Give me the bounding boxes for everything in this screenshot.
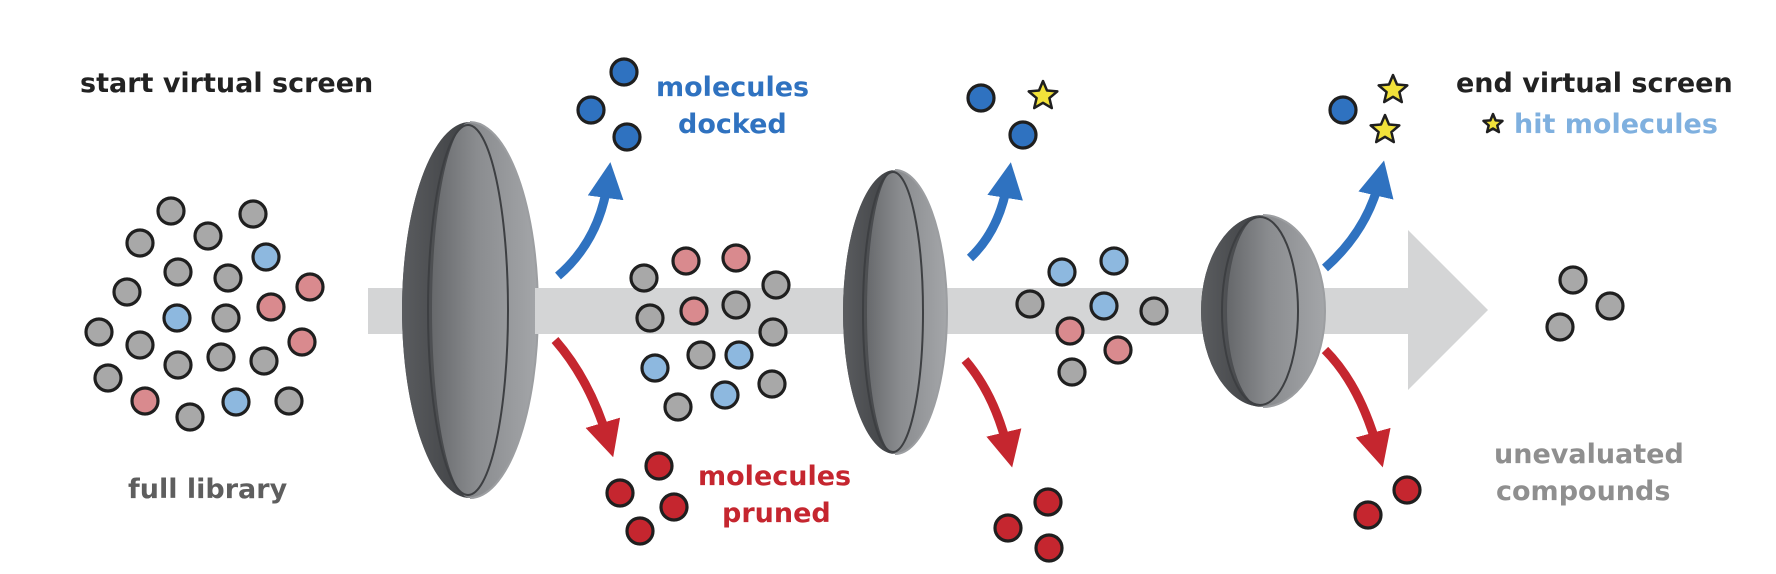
docked-arrow-2 bbox=[966, 162, 1023, 262]
pruned-arrow-1 bbox=[551, 337, 621, 458]
hit-star-3 bbox=[1369, 113, 1401, 144]
molecule-7 bbox=[213, 263, 243, 293]
molecule-26 bbox=[629, 263, 659, 293]
molecule-15 bbox=[206, 342, 236, 372]
molecule-5 bbox=[251, 242, 281, 272]
molecules bbox=[84, 57, 1625, 563]
docked-arrow-1 bbox=[555, 162, 624, 280]
molecule-3 bbox=[125, 228, 155, 258]
filter-ring-2 bbox=[843, 169, 948, 455]
molecule-33 bbox=[640, 353, 670, 383]
molecule-32 bbox=[686, 340, 716, 370]
molecule-34 bbox=[724, 340, 754, 370]
molecule-54 bbox=[1328, 95, 1358, 125]
molecule-57 bbox=[659, 492, 689, 522]
molecule-36 bbox=[710, 380, 740, 410]
molecule-37 bbox=[663, 392, 693, 422]
molecule-13 bbox=[84, 317, 114, 347]
molecule-56 bbox=[605, 478, 635, 508]
molecule-62 bbox=[1392, 475, 1422, 505]
molecule-55 bbox=[644, 451, 674, 481]
hit-star-1 bbox=[1027, 79, 1059, 110]
molecule-8 bbox=[112, 277, 142, 307]
molecule-1 bbox=[156, 196, 186, 226]
molecule-39 bbox=[1099, 246, 1129, 276]
molecule-52 bbox=[966, 83, 996, 113]
molecule-42 bbox=[1139, 296, 1169, 326]
molecule-12 bbox=[256, 292, 286, 322]
molecule-29 bbox=[679, 296, 709, 326]
molecule-49 bbox=[609, 57, 639, 87]
pruned-arrow-3 bbox=[1321, 346, 1391, 468]
pipeline-arrow-segment bbox=[535, 288, 555, 334]
molecules-pruned-label-line2: pruned bbox=[722, 498, 831, 529]
molecule-17 bbox=[249, 346, 279, 376]
molecule-6 bbox=[163, 257, 193, 287]
molecule-21 bbox=[175, 402, 205, 432]
molecules-docked-label-line1: molecules bbox=[656, 72, 809, 103]
molecule-24 bbox=[671, 246, 701, 276]
unevaluated-label-line1: unevaluated bbox=[1494, 439, 1684, 470]
molecule-27 bbox=[761, 270, 791, 300]
molecule-14 bbox=[125, 330, 155, 360]
molecule-58 bbox=[625, 516, 655, 546]
molecules-pruned-label-line1: molecules bbox=[698, 461, 851, 492]
molecule-4 bbox=[193, 221, 223, 251]
filter-ring-3 bbox=[1201, 214, 1326, 408]
molecule-46 bbox=[1558, 265, 1588, 295]
molecule-25 bbox=[721, 243, 751, 273]
molecule-35 bbox=[757, 369, 787, 399]
molecule-38 bbox=[1047, 257, 1077, 287]
molecule-59 bbox=[1033, 487, 1063, 517]
molecule-41 bbox=[1089, 291, 1119, 321]
molecule-10 bbox=[162, 303, 192, 333]
filter-ring-1 bbox=[402, 121, 539, 499]
molecule-2 bbox=[238, 199, 268, 229]
molecule-16 bbox=[163, 350, 193, 380]
hit-molecules-legend-star-icon bbox=[1482, 112, 1504, 134]
molecule-50 bbox=[576, 95, 606, 125]
molecule-40 bbox=[1015, 289, 1045, 319]
molecule-11 bbox=[211, 303, 241, 333]
hit-star-2 bbox=[1377, 73, 1409, 104]
molecule-31 bbox=[758, 317, 788, 347]
molecule-20 bbox=[130, 386, 160, 416]
molecule-48 bbox=[1545, 312, 1575, 342]
molecule-9 bbox=[295, 272, 325, 302]
molecule-18 bbox=[287, 327, 317, 357]
molecule-53 bbox=[1008, 120, 1038, 150]
molecule-63 bbox=[1353, 500, 1383, 530]
hit-stars bbox=[1027, 73, 1504, 144]
molecule-51 bbox=[612, 122, 642, 152]
molecule-61 bbox=[1034, 533, 1064, 563]
end-virtual-screen-label: end virtual screen bbox=[1456, 68, 1733, 99]
unevaluated-label-line2: compounds bbox=[1496, 476, 1670, 507]
pruned-arrow-2 bbox=[961, 357, 1022, 468]
molecule-43 bbox=[1055, 316, 1085, 346]
full-library-label: full library bbox=[128, 474, 288, 505]
molecule-30 bbox=[721, 290, 751, 320]
molecule-28 bbox=[635, 303, 665, 333]
molecule-23 bbox=[274, 386, 304, 416]
molecule-44 bbox=[1103, 335, 1133, 365]
start-virtual-screen-label: start virtual screen bbox=[80, 68, 373, 99]
molecule-47 bbox=[1595, 291, 1625, 321]
hit-molecules-label: hit molecules bbox=[1514, 109, 1718, 140]
molecule-60 bbox=[993, 513, 1023, 543]
molecule-22 bbox=[221, 387, 251, 417]
molecule-45 bbox=[1057, 357, 1087, 387]
docked-arrow-3 bbox=[1322, 160, 1394, 272]
molecules-docked-label-line2: docked bbox=[678, 109, 787, 140]
molecule-19 bbox=[93, 363, 123, 393]
